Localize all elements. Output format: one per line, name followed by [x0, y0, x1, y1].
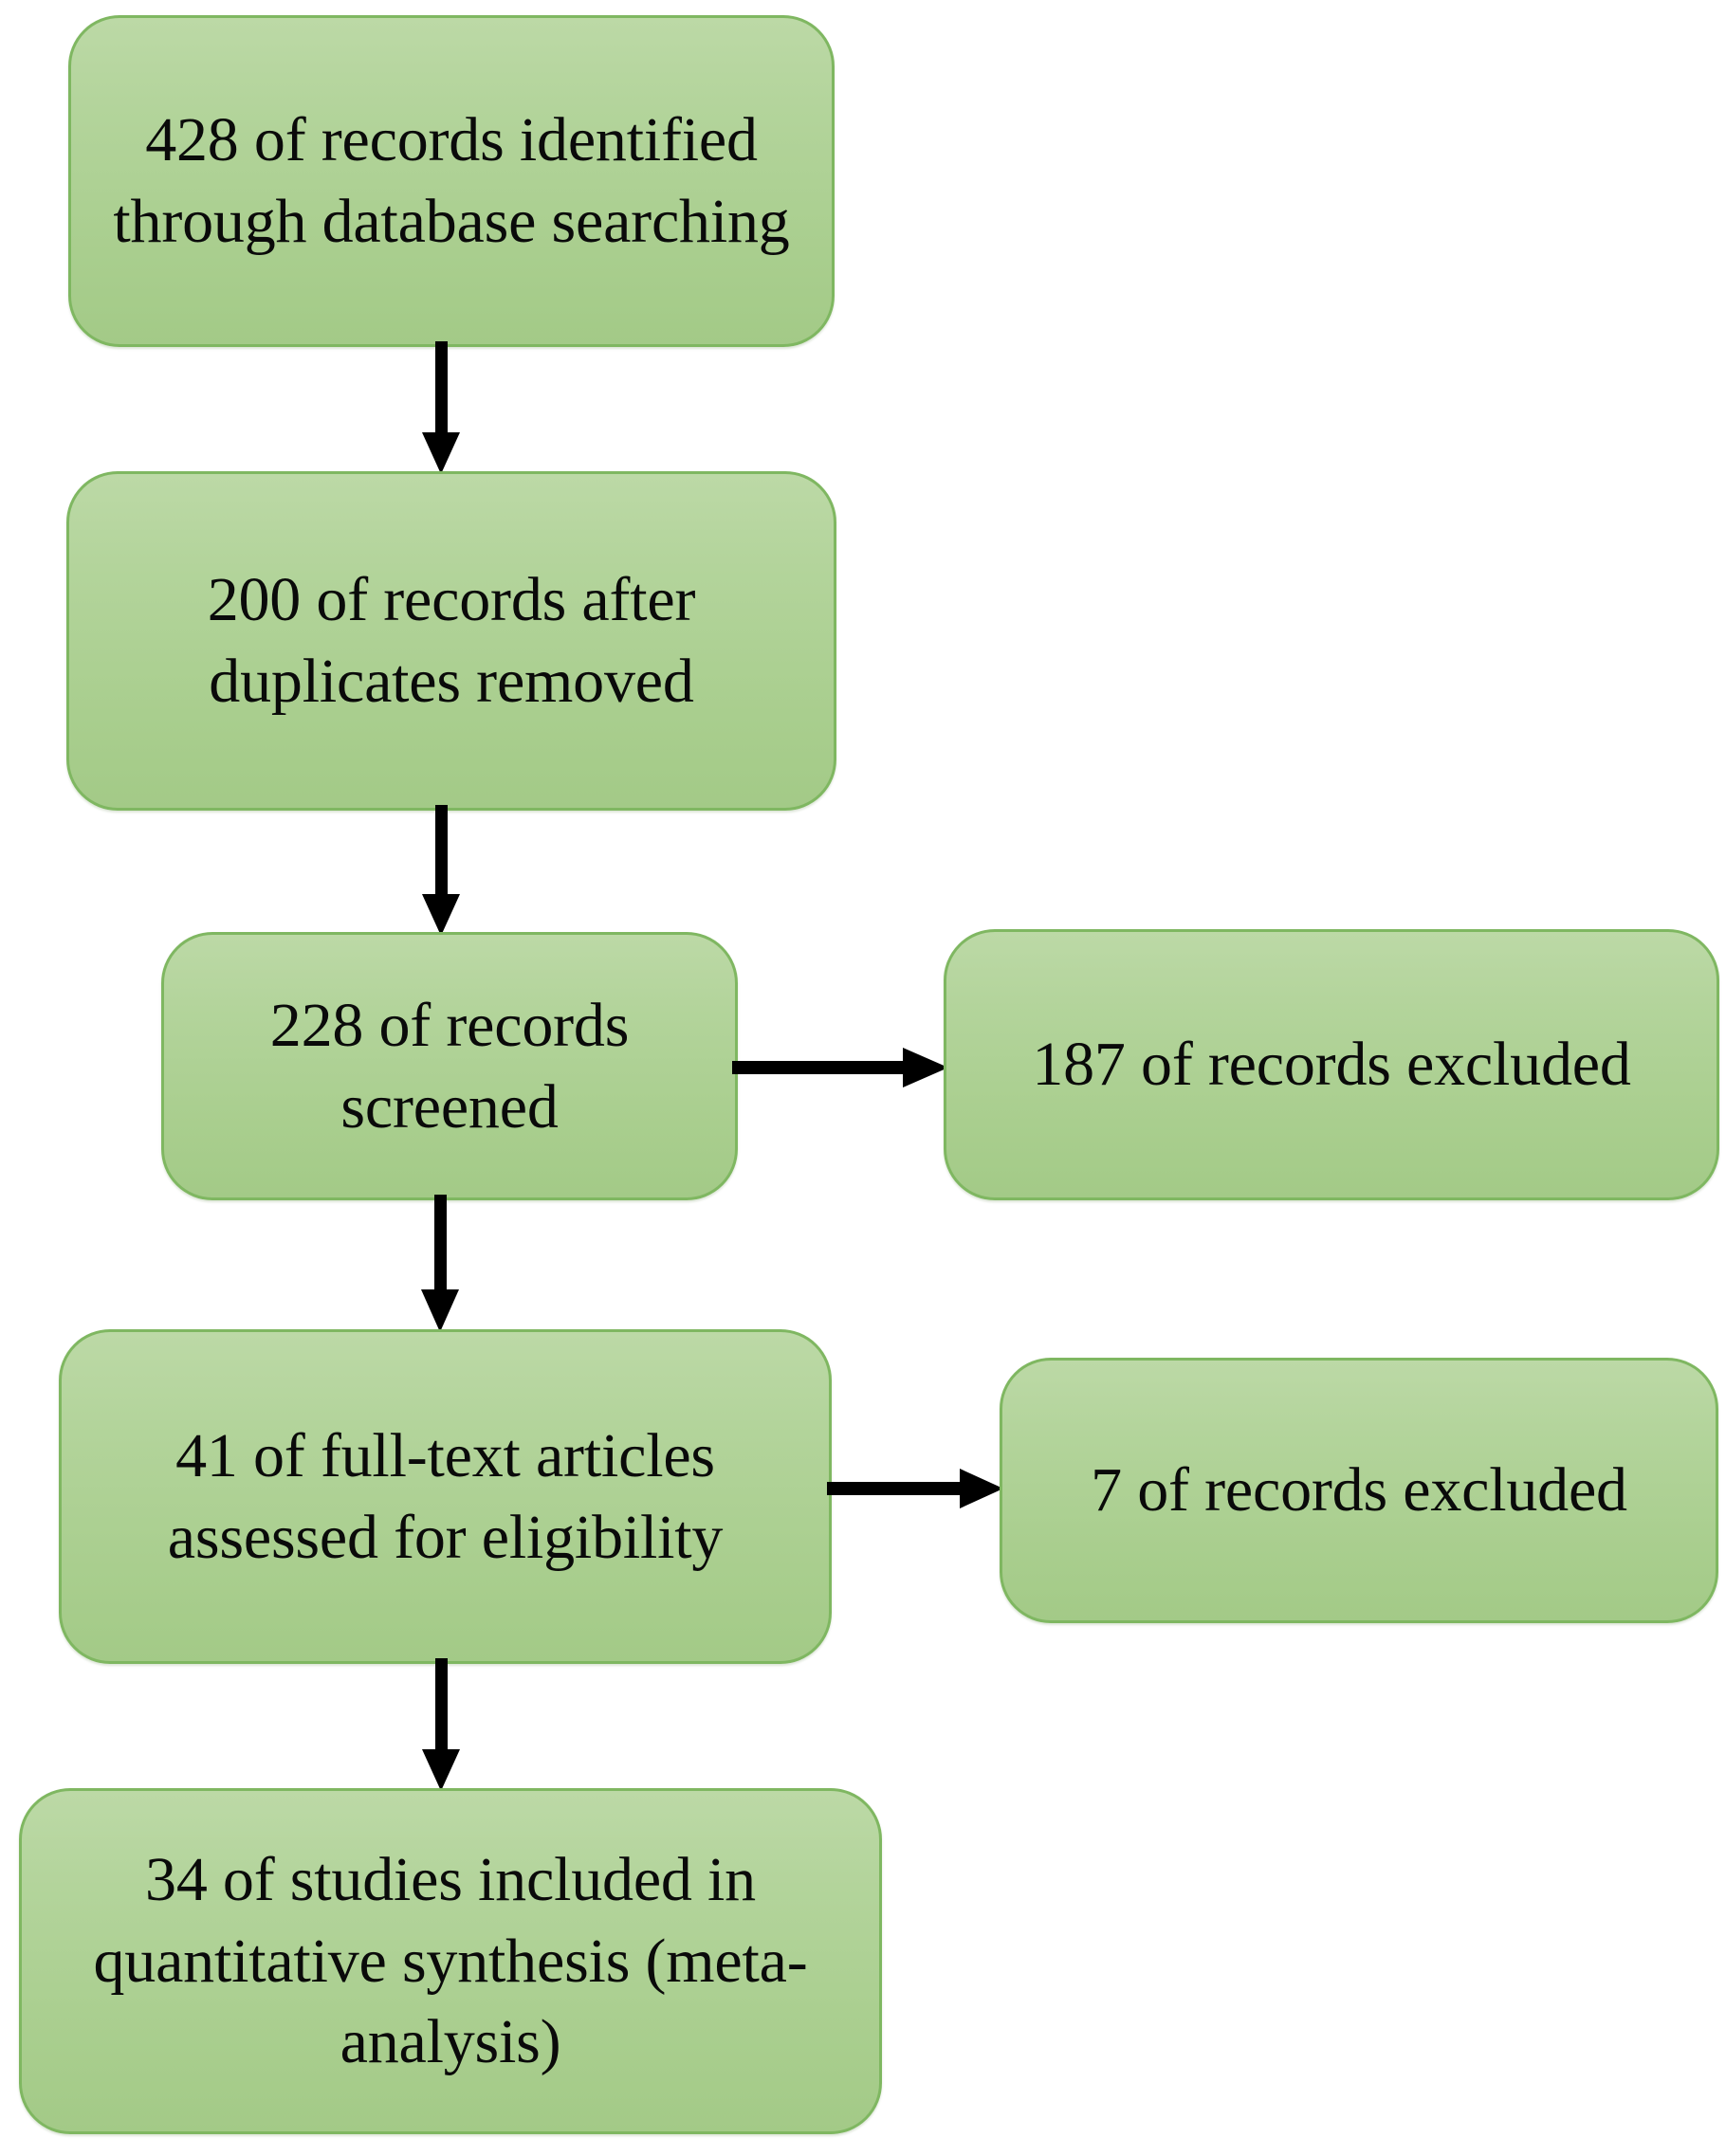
node-fulltext-assessed-label: 41 of full-text articles assessed for el…	[167, 1420, 724, 1572]
node-studies-included-label: 34 of studies included in quantitative s…	[93, 1844, 808, 2077]
arrow-duplicates-to-screened	[417, 805, 465, 938]
arrow-fulltext-to-included	[417, 1658, 465, 1794]
arrow-identified-to-duplicates	[417, 341, 465, 476]
node-fulltext-excluded: 7 of records excluded	[1000, 1358, 1718, 1623]
node-records-screened-label: 228 of records screened	[269, 990, 630, 1142]
node-records-excluded-label: 187 of records excluded	[1032, 1030, 1631, 1100]
node-records-identified-label: 428 of records identified through databa…	[113, 105, 790, 256]
arrow-screened-to-fulltext	[415, 1195, 463, 1335]
node-records-screened: 228 of records screened	[161, 932, 738, 1200]
node-duplicates-removed: 200 of records after duplicates removed	[66, 471, 836, 811]
node-fulltext-assessed: 41 of full-text articles assessed for el…	[59, 1329, 832, 1664]
arrow-fulltext-to-fulltext-excluded	[827, 1462, 1007, 1515]
node-studies-included: 34 of studies included in quantitative s…	[19, 1788, 882, 2134]
node-fulltext-excluded-label: 7 of records excluded	[1091, 1455, 1627, 1526]
node-records-identified: 428 of records identified through databa…	[68, 15, 835, 347]
node-duplicates-removed-label: 200 of records after duplicates removed	[207, 565, 696, 716]
node-records-excluded: 187 of records excluded	[944, 929, 1719, 1200]
arrow-screened-to-records-excluded	[732, 1041, 952, 1094]
